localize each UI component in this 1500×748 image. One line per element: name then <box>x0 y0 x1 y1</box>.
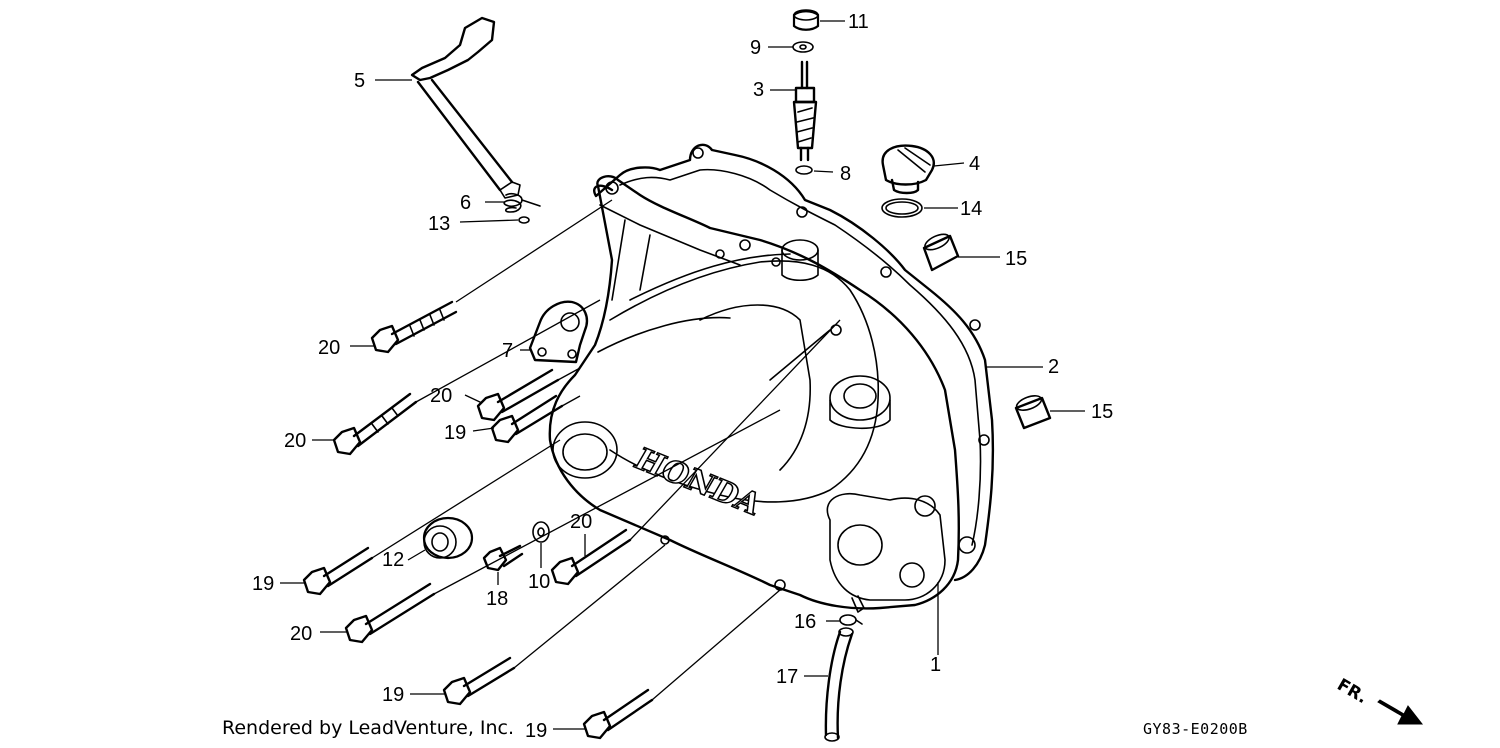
bolt-20-lower-mid <box>550 528 632 586</box>
callout-10: 10 <box>528 571 550 593</box>
filler-cap-part-4 <box>881 144 935 195</box>
bolt-20-near-7 <box>476 368 560 422</box>
callout-18: 18 <box>486 588 508 610</box>
callout-19-d: 19 <box>525 720 547 742</box>
washer-9 <box>792 41 814 53</box>
callout-17: 17 <box>776 666 798 688</box>
bolt-19-lower <box>442 656 516 706</box>
callout-20-b: 20 <box>430 385 452 407</box>
dowel-pin-15-upper <box>922 233 960 272</box>
callout-4: 4 <box>969 153 980 175</box>
leader-lines <box>280 20 1085 730</box>
callout-9: 9 <box>750 37 761 59</box>
callout-15-upper: 15 <box>1005 248 1027 270</box>
front-direction-indicator: FR. <box>1334 675 1424 725</box>
callout-19-b: 19 <box>252 573 274 595</box>
callout-numbers: 1 2 3 4 5 6 7 8 9 10 11 12 13 14 15 15 1… <box>252 11 1113 742</box>
callout-19-a: 19 <box>444 422 466 444</box>
callout-15-lower: 15 <box>1091 401 1113 423</box>
callout-6: 6 <box>460 192 471 214</box>
bolt-19-left <box>302 546 374 596</box>
right-crankcase-cover: HONDA <box>548 175 976 613</box>
dowel-pin-15-lower <box>1014 395 1052 430</box>
front-arrow-icon <box>1377 699 1424 725</box>
oil-seal-12 <box>422 516 474 560</box>
callout-11: 11 <box>848 11 869 33</box>
callout-20-d: 20 <box>570 511 592 533</box>
o-ring-13 <box>518 216 530 224</box>
bolt-20-mid <box>332 392 418 456</box>
callout-2: 2 <box>1048 356 1059 378</box>
render-credit: Rendered by LeadVenture, Inc. <box>222 717 515 739</box>
o-ring-14 <box>881 198 923 218</box>
washer-8 <box>795 165 813 175</box>
callout-1: 1 <box>930 654 941 676</box>
callout-12: 12 <box>382 549 404 571</box>
bolt-20-top <box>370 300 458 354</box>
gasket <box>593 143 995 582</box>
gear-shaft-part-3 <box>792 60 818 162</box>
hose-17 <box>824 627 854 742</box>
callout-13: 13 <box>428 213 450 235</box>
bracket-part-7 <box>528 300 589 364</box>
bolt-20-lower-left <box>344 582 436 644</box>
clip-16 <box>839 614 863 626</box>
honda-logo-text: HONDA <box>628 443 768 523</box>
callout-19-c: 19 <box>382 684 404 706</box>
washer-10 <box>532 521 550 543</box>
cap-part-11 <box>792 9 820 31</box>
callout-20-a: 20 <box>318 337 340 359</box>
callout-14: 14 <box>960 198 982 220</box>
bolt-18 <box>482 544 524 572</box>
callout-20-e: 20 <box>290 623 312 645</box>
callout-7: 7 <box>502 340 513 362</box>
callout-3: 3 <box>753 79 764 101</box>
callout-16: 16 <box>794 611 816 633</box>
front-direction-label: FR. <box>1334 675 1371 708</box>
bolt-19-bottom <box>582 688 654 740</box>
spring-part-6 <box>503 193 541 213</box>
callout-20-c: 20 <box>284 430 306 452</box>
callout-5: 5 <box>354 70 365 92</box>
shaft-part-5 <box>410 16 521 199</box>
callout-8: 8 <box>840 163 851 185</box>
diagram-code: GY83-E0200B <box>1143 720 1248 738</box>
